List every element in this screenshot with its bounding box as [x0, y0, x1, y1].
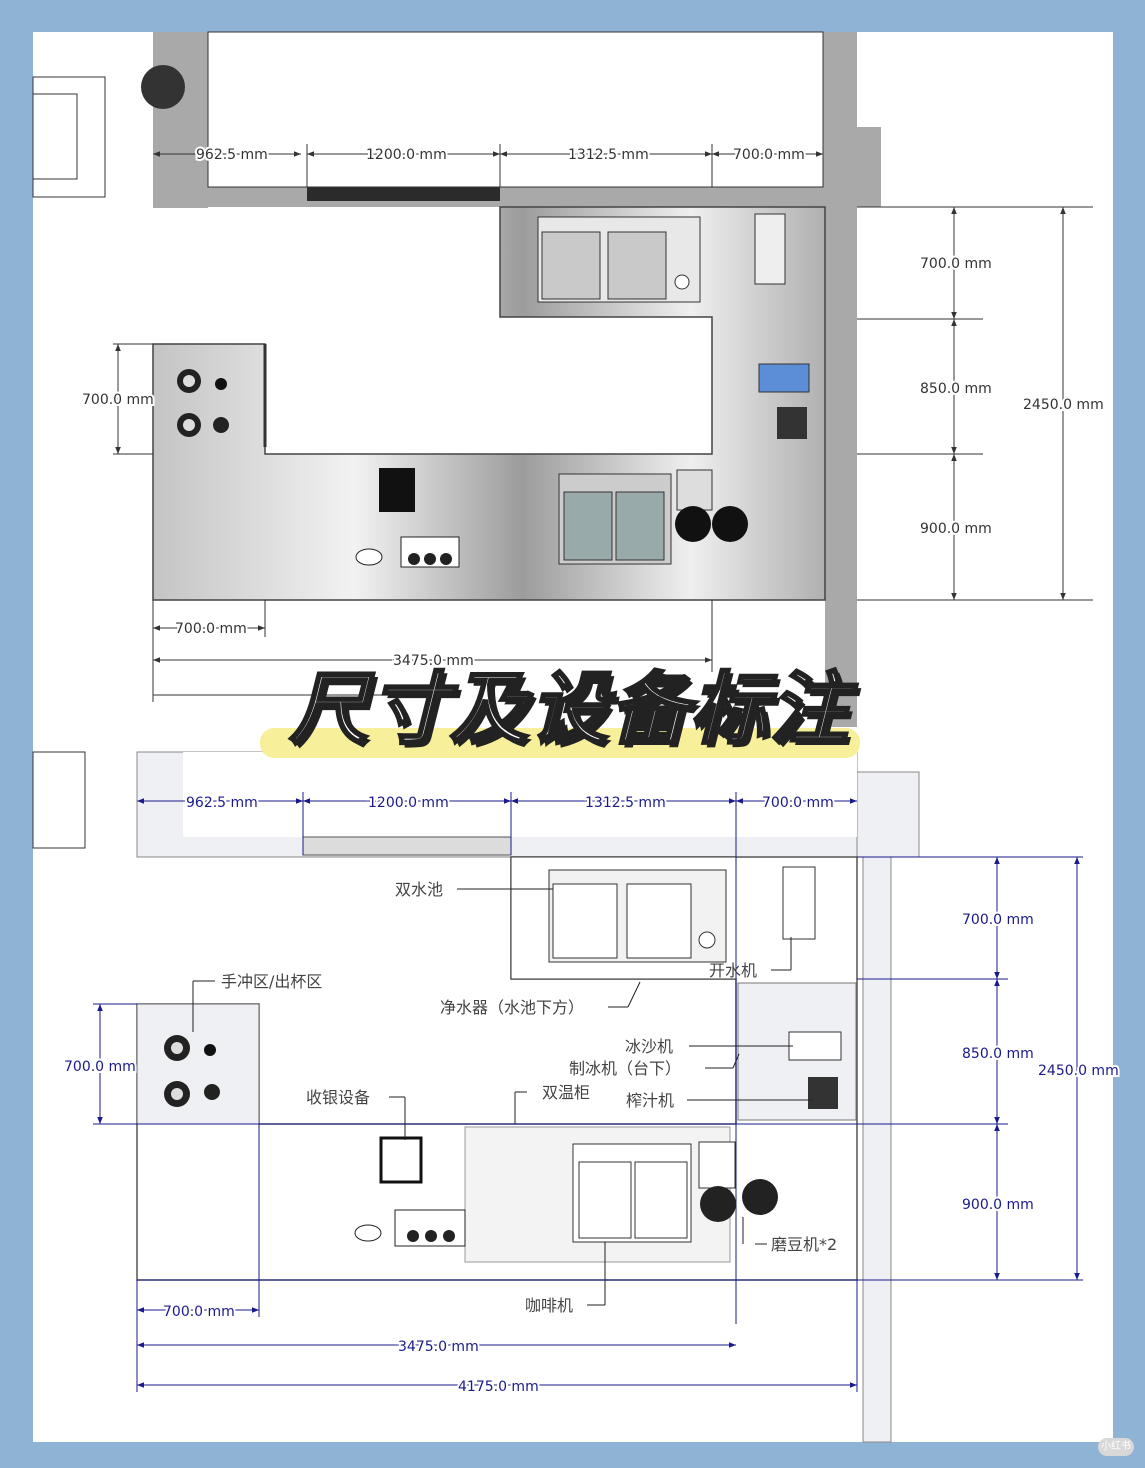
dim-right-3: 900.0 mm	[920, 521, 992, 537]
cashier	[379, 468, 415, 512]
burners	[164, 1035, 220, 1107]
dim-bottom-1: 700.0 mm	[163, 1304, 235, 1320]
dim-right-2: 850.0 mm	[962, 1046, 1034, 1062]
label-ice-maker: 制冰机（台下）	[569, 1059, 681, 1078]
dim-right-1: 700.0 mm	[962, 912, 1034, 928]
dimensions-blue	[93, 792, 1083, 1392]
wall	[823, 32, 857, 207]
blender	[758, 363, 810, 393]
label-water-purifier: 净水器（水池下方）	[440, 998, 584, 1017]
label-dual-temp: 双温柜	[542, 1083, 590, 1102]
window	[302, 836, 512, 856]
dim-top-2: 1200.0 mm	[368, 795, 449, 811]
boiler	[754, 213, 786, 285]
title-banner: 尺寸及设备标注	[240, 660, 900, 770]
grinder	[742, 1179, 778, 1215]
dim-bottom-2: 3475.0 mm	[393, 653, 474, 669]
cashier	[379, 1136, 423, 1184]
wall	[862, 856, 892, 1443]
dim-top-3: 1312.5 mm	[585, 795, 666, 811]
dimensions-top	[153, 144, 823, 187]
top-plan: 962.5 mm 1200.0 mm 1312.5 mm 700.0 mm 70…	[32, 31, 1106, 727]
wall	[153, 187, 858, 207]
label-blender: 冰沙机	[625, 1037, 673, 1056]
dimension-left	[113, 343, 153, 455]
juicer	[808, 1077, 838, 1109]
leader-lines	[192, 888, 813, 1306]
dim-top-1: 962.5 mm	[186, 795, 258, 811]
double-sink	[537, 216, 701, 303]
dim-top-1: 962.5 mm	[196, 147, 268, 163]
double-sink	[548, 869, 727, 963]
dim-bottom-1: 700.0 mm	[175, 621, 247, 637]
wall	[825, 207, 857, 727]
burners	[177, 369, 229, 437]
drawing-frame: 962.5 mm 1200.0 mm 1312.5 mm 700.0 mm 70…	[32, 31, 1121, 1443]
dim-top-4: 700.0 mm	[733, 147, 805, 163]
dim-right-total: 2450.0 mm	[1023, 397, 1104, 413]
dim-top-3: 1312.5 mm	[568, 147, 649, 163]
floor-plan-drawing: 962.5 mm 1200.0 mm 1312.5 mm 700.0 mm 70…	[32, 31, 1121, 1443]
juicer	[777, 407, 807, 439]
grinder-base	[698, 1141, 736, 1189]
label-juicer: 榨汁机	[626, 1091, 674, 1110]
dim-left: 700.0 mm	[82, 392, 154, 408]
grinder	[675, 506, 711, 542]
coffee-machine	[676, 469, 713, 511]
label-cashier: 收银设备	[306, 1088, 370, 1107]
dimensions-bottom	[152, 600, 713, 702]
dim-left: 700.0 mm	[64, 1059, 136, 1075]
label-pour-over: 手冲区/出杯区	[221, 972, 322, 991]
dimensions-right	[857, 206, 1093, 601]
plant	[141, 65, 185, 109]
counter	[152, 206, 826, 601]
dim-bottom-3: 4175.0 mm	[458, 1379, 539, 1395]
blender	[788, 1031, 842, 1061]
window	[307, 187, 500, 201]
page-title: 尺寸及设备标注	[288, 664, 850, 757]
bottom-plan: 962.5 mm 1200.0 mm 1312.5 mm 700.0 mm 70…	[32, 751, 1121, 1443]
label-grinder: 磨豆机*2	[771, 1235, 837, 1254]
label-coffee-machine: 咖啡机	[525, 1296, 573, 1315]
wall	[856, 771, 920, 858]
dim-bottom-2: 3475.0 mm	[398, 1339, 479, 1355]
dim-right-1: 700.0 mm	[920, 256, 992, 272]
label-boiler: 开水机	[709, 961, 757, 980]
sofa	[32, 751, 86, 849]
dim-top-4: 700.0 mm	[762, 795, 834, 811]
watermark: 小红书	[1098, 1438, 1134, 1456]
boiler	[782, 866, 816, 940]
dim-top-2: 1200.0 mm	[366, 147, 447, 163]
pour-over-area	[136, 1003, 260, 1125]
grinder	[700, 1186, 736, 1222]
grinder	[712, 506, 748, 542]
label-double-sink: 双水池	[395, 880, 443, 899]
dim-right-2: 850.0 mm	[920, 381, 992, 397]
dim-right-3: 900.0 mm	[962, 1197, 1034, 1213]
dim-right-total: 2450.0 mm	[1038, 1063, 1119, 1079]
wall	[857, 127, 881, 207]
title-highlight	[260, 728, 860, 758]
